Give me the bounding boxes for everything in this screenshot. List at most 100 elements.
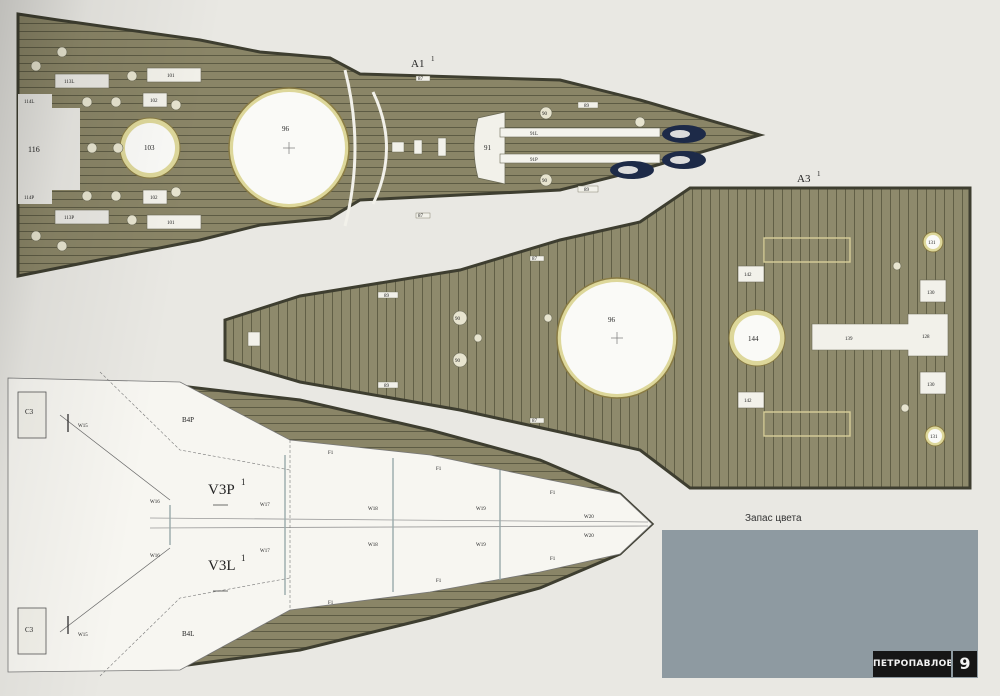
label-90-a1-bottom: 90 xyxy=(542,179,548,184)
a3-fittings xyxy=(452,261,910,413)
plate-102-top xyxy=(142,92,168,108)
label-116: 116 xyxy=(28,145,40,154)
plate-101-top xyxy=(146,67,202,83)
title-v3l: V3L xyxy=(208,558,236,574)
a1-hatch-2 xyxy=(413,139,423,155)
deck-part-v3 xyxy=(7,371,655,677)
label-87-a1-top: 87 xyxy=(418,77,424,82)
deck-part-a1 xyxy=(16,12,766,278)
plate-142-bottom xyxy=(737,391,765,409)
part-114l-plate xyxy=(18,94,52,108)
v3-frame-lines xyxy=(169,455,501,595)
label-w20-bottom: W20 xyxy=(584,534,594,539)
label-142-top: 142 xyxy=(744,273,752,278)
part-113p-plate xyxy=(54,209,110,225)
label-89-a3-bottom: 89 xyxy=(384,384,390,389)
plate-102-bottom xyxy=(142,189,168,205)
label-114p: 114P xyxy=(24,196,34,201)
label-w19-bottom: W19 xyxy=(476,543,486,548)
label-w18-bottom: W18 xyxy=(368,543,378,548)
title-a3-version: 1 xyxy=(817,170,821,178)
label-w17-top: W17 xyxy=(260,503,270,508)
part-labels: A1 1 A3 1 V3P 1 V3L 1 96 103 116 113L 11… xyxy=(24,55,938,638)
title-v3p-version: 1 xyxy=(241,477,246,487)
a1-hatch-1 xyxy=(391,141,405,153)
label-87-a1-bottom: 87 xyxy=(418,214,424,219)
label-114l: 114L xyxy=(24,100,34,105)
label-91p: 91P xyxy=(530,158,538,163)
gun-barrel-91p xyxy=(499,153,661,164)
label-102-top: 102 xyxy=(150,99,158,104)
a1-hatch-3 xyxy=(437,137,447,157)
turret-hole-144 xyxy=(734,315,780,361)
title-a1-version: 1 xyxy=(431,55,435,63)
grating-top xyxy=(763,237,851,263)
brand-plate: ПЕТРОПАВЛОВСКЪ xyxy=(873,651,951,677)
tag-87-a1-top xyxy=(415,75,431,82)
deck-part-a3 xyxy=(223,186,972,490)
label-w15-top: W15 xyxy=(78,424,88,429)
plate-130-top xyxy=(919,279,947,303)
tag-87-a1-bottom xyxy=(415,212,431,219)
label-130-top: 130 xyxy=(927,291,935,296)
label-w18-top: W18 xyxy=(368,507,378,512)
label-131-bottom: 131 xyxy=(930,435,938,440)
tag-87-a3-bottom xyxy=(529,417,545,424)
gun-barrel-91l xyxy=(499,127,661,138)
label-144: 144 xyxy=(748,335,759,343)
label-w17-bottom: W17 xyxy=(260,549,270,554)
label-101-bottom: 101 xyxy=(167,221,175,226)
deck-a1-outline xyxy=(16,12,766,278)
label-90-a1-top: 90 xyxy=(542,112,548,117)
a1-fittings xyxy=(30,46,182,252)
label-w16-bottom: W16 xyxy=(150,554,160,559)
label-c3-bottom: C3 xyxy=(25,626,34,634)
tag-89-a3-bottom xyxy=(377,381,399,389)
title-v3l-version: 1 xyxy=(241,553,246,563)
part-114p-plate xyxy=(18,190,52,204)
tag-89-a1-top xyxy=(577,101,599,109)
label-f1-5: F1 xyxy=(436,579,442,584)
label-96-a3: 96 xyxy=(608,316,616,324)
label-89-a3-top: 89 xyxy=(384,294,390,299)
label-103: 103 xyxy=(144,144,155,152)
label-142-bottom: 142 xyxy=(744,399,752,404)
turret-hole-103 xyxy=(125,123,175,173)
plate-139-128 xyxy=(811,313,949,357)
label-90-a3-top: 90 xyxy=(455,317,461,322)
turret-base-91 xyxy=(473,111,506,185)
part-c3-top xyxy=(17,391,47,439)
a1-guide-arc-1 xyxy=(343,69,357,227)
a3-bow-hatch xyxy=(247,331,261,347)
label-b4l: B4L xyxy=(182,630,194,638)
v3-centerline-top xyxy=(149,517,649,523)
label-131-top: 131 xyxy=(928,241,936,246)
v3-white-area xyxy=(7,377,653,673)
label-f1-6: F1 xyxy=(550,557,556,562)
part-116-cutout xyxy=(18,108,80,190)
label-w15-bottom: W15 xyxy=(78,633,88,638)
label-87-a3-bottom: 87 xyxy=(532,419,538,424)
label-89-a1-bottom: 89 xyxy=(584,188,590,193)
plate-142-top xyxy=(737,265,765,283)
label-139: 139 xyxy=(845,337,853,342)
label-c3-top: C3 xyxy=(25,408,34,416)
label-128: 128 xyxy=(922,335,930,340)
label-91l: 91L xyxy=(530,132,538,137)
label-f1-1: F1 xyxy=(328,451,334,456)
label-f1-2: F1 xyxy=(436,467,442,472)
v3-centerline-bottom xyxy=(149,525,649,529)
part-c3-bottom xyxy=(17,607,47,655)
label-w16-top: W16 xyxy=(150,500,160,505)
title-a1: A1 xyxy=(411,58,424,70)
label-b4p: B4P xyxy=(182,416,194,424)
label-96-a1: 96 xyxy=(282,125,290,133)
label-87-a3-top: 87 xyxy=(532,257,538,262)
label-f1-4: F1 xyxy=(328,601,334,606)
plate-130-bottom xyxy=(919,371,947,395)
title-a3: A3 xyxy=(797,173,811,185)
plate-101-bottom xyxy=(146,214,202,230)
label-113l: 113L xyxy=(64,80,74,85)
tag-89-a3-top xyxy=(377,291,399,299)
